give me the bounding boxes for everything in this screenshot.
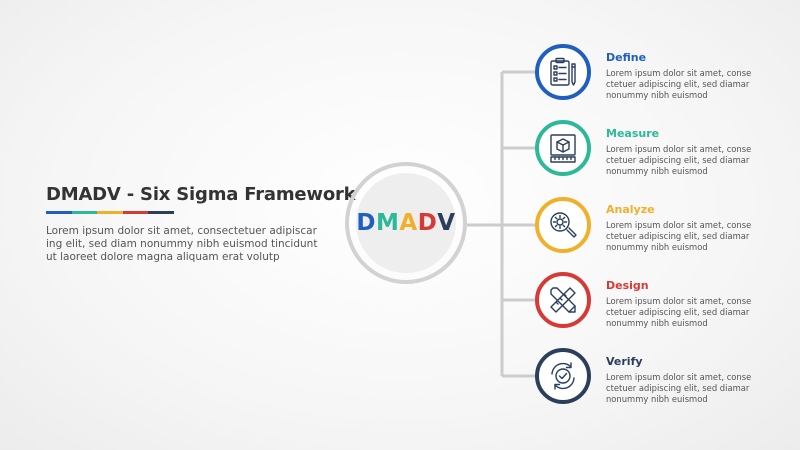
step-icon-verify	[535, 348, 591, 404]
clipboard-checklist-icon	[550, 57, 576, 86]
step-description: Lorem ipsum dolor sit amet, conse ctetue…	[606, 144, 752, 176]
underline-segment	[71, 211, 98, 214]
underline-segment	[122, 211, 149, 214]
step-title: Design	[606, 279, 649, 292]
step-description: Lorem ipsum dolor sit amet, conse ctetue…	[606, 220, 752, 252]
step-title: Define	[606, 51, 647, 64]
step-icon-define	[535, 44, 591, 100]
underline-segment	[148, 211, 174, 214]
pencil-ruler-icon	[550, 287, 576, 313]
hub-ring	[345, 162, 467, 284]
hub-letter: M	[375, 210, 400, 236]
step-description: Lorem ipsum dolor sit amet, conse ctetue…	[606, 296, 752, 328]
magnifier-gear-icon	[550, 212, 577, 238]
step-description: Lorem ipsum dolor sit amet, conse ctetue…	[606, 372, 752, 404]
hub-letter: D	[356, 210, 376, 236]
title-underline	[46, 211, 174, 214]
step-title: Verify	[606, 355, 643, 368]
step-icon-measure	[535, 120, 591, 176]
step-icon-analyze	[535, 197, 591, 253]
page-title: DMADV - Six Sigma Framework	[46, 184, 356, 205]
hub-disc	[356, 173, 456, 273]
box-measure-icon	[550, 134, 576, 163]
underline-segment	[97, 211, 123, 214]
underline-segment	[46, 211, 72, 214]
step-title: Measure	[606, 127, 660, 140]
step-title: Analyze	[606, 203, 655, 216]
hub-letter: V	[437, 210, 456, 236]
hub-letter: A	[399, 210, 418, 236]
step-icon-design	[535, 272, 591, 328]
framework-description: Lorem ipsum dolor sit amet, consectetuer…	[46, 225, 318, 263]
hub-label: DMADV	[345, 210, 467, 236]
hub-letter: D	[417, 210, 438, 236]
check-cycle-icon	[551, 362, 575, 390]
step-description: Lorem ipsum dolor sit amet, conse ctetue…	[606, 68, 752, 100]
